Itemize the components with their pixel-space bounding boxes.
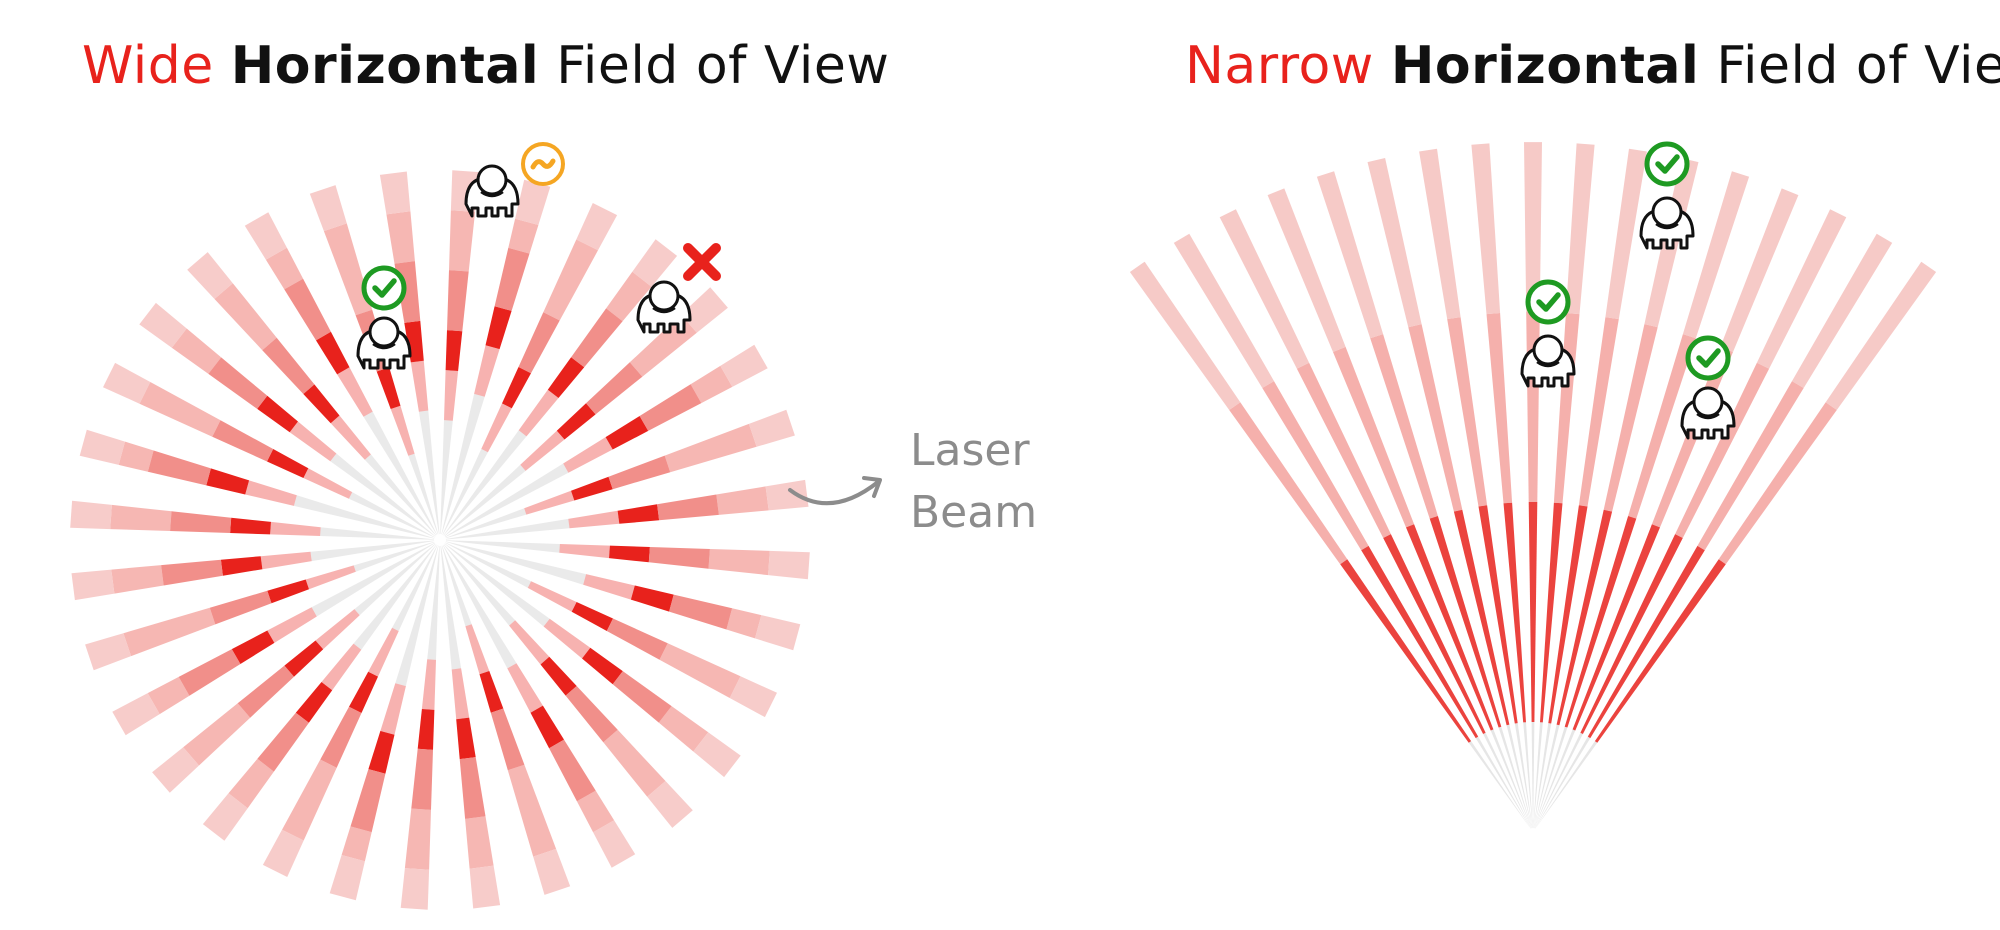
laser-beam [1173,233,1531,829]
check-circle-icon [364,268,404,308]
laser-beam [112,542,435,736]
laser-beam [244,212,438,535]
laser-beam [1129,261,1531,829]
left-title-bold: Horizontal [230,36,540,96]
laser-beam [329,545,439,901]
right-title-accent: Narrow [1185,36,1374,96]
left-beam-fan [70,170,810,910]
laser-beam [139,302,436,537]
laser-beam [1535,261,1937,829]
laser-beam [440,545,501,909]
laser-beam [445,542,777,718]
laser-beam [445,479,809,540]
laser-beam [1219,209,1532,829]
check-circle-icon [1647,144,1687,184]
laser-beam [441,545,571,895]
laser-beam-label-line1: Laser [910,425,1030,476]
laser-beam [445,541,801,651]
x-mark-icon [683,243,721,281]
laser-beam [400,546,440,910]
right-person-right [1680,386,1736,440]
laser-beam [1367,158,1533,829]
laser-beam [1534,188,1799,829]
check-circle-icon [1688,338,1728,378]
laser-beam [441,179,551,535]
laser-beam-label: Laser Beam [910,420,1037,544]
laser-beam [444,543,741,778]
laser-beam [1533,148,1647,829]
laser-beam [1471,143,1533,828]
laser-beam [152,543,436,793]
laser-beam [445,344,768,538]
laser-beam [1535,233,1893,829]
laser-beam [103,362,435,538]
laser-beam [446,540,810,580]
laser-beam [71,540,435,601]
left-title-accent: Wide [82,36,214,96]
check-circle-icon [1528,282,1568,322]
laser-beam [79,429,435,539]
laser-beam-label-line2: Beam [910,487,1038,538]
curved-arrow-icon [788,476,882,506]
right-title-rest: Field of View [1716,36,2000,96]
laser-beam [1316,171,1532,829]
laser-beam [1419,148,1533,829]
laser-beam [1524,142,1542,828]
laser-beam [187,252,437,536]
right-title: Narrow Horizontal Field of View [1185,36,2000,96]
laser-beam [1534,171,1750,829]
laser-beam [442,203,618,535]
laser-beam [440,170,480,534]
laser-beam [1534,209,1847,829]
laser-beam [445,409,795,539]
right-title-bold: Horizontal [1390,36,1700,96]
left-title: Wide Horizontal Field of View [82,36,889,96]
laser-beam [70,500,434,540]
laser-beam [202,544,437,841]
left-title-rest: Field of View [556,36,890,96]
laser-beam [262,545,438,877]
laser-beam [443,544,693,828]
laser-beam [85,541,435,671]
laser-beam [443,239,678,536]
tilde-circle-icon [521,142,565,186]
laser-beam [1267,188,1532,829]
laser-beam [442,545,636,868]
right-beam-fan [1129,142,1937,829]
